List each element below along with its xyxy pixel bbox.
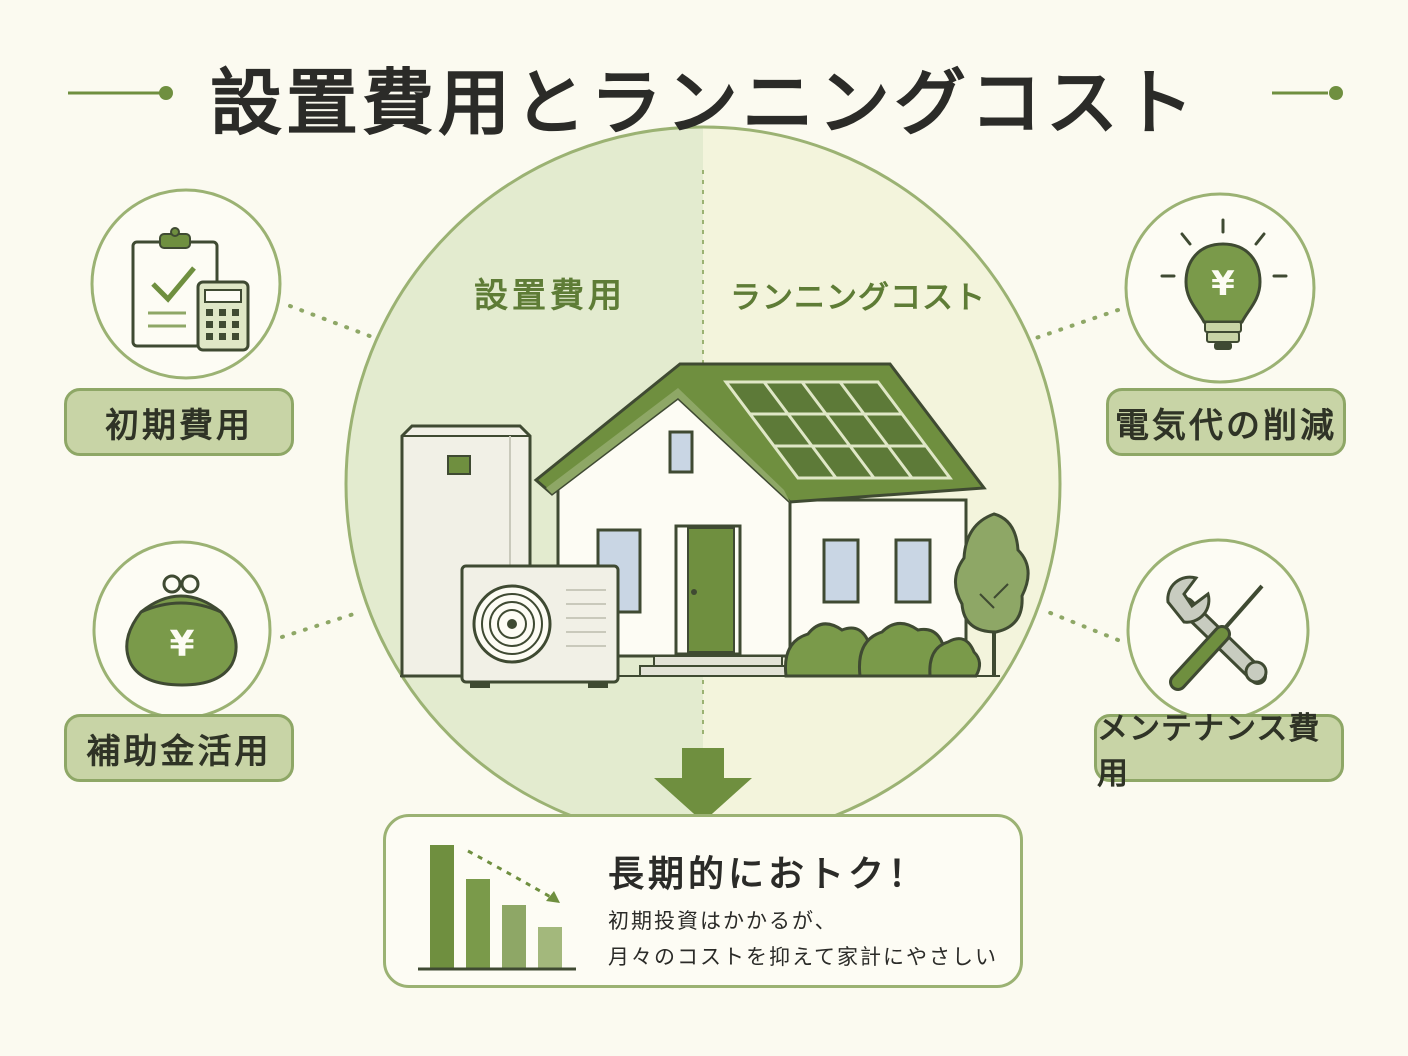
maintenance-cost-label: メンテナンス費用 xyxy=(1097,711,1321,792)
result-line-1: 初期投資はかかるが、 xyxy=(608,909,838,933)
title-rule-left xyxy=(68,86,173,100)
initial-cost-label: 初期費用 xyxy=(105,405,253,446)
title-rule-right xyxy=(1272,86,1343,100)
heat-pump-unit xyxy=(460,564,620,688)
result-box: 長期的におトク！ 初期投資はかかるが、 月々のコストを抑えて家計にやさしい xyxy=(383,814,1023,988)
subsidy-pill: 補助金活用 xyxy=(64,714,294,782)
wrench-screwdriver-icon xyxy=(1166,575,1268,691)
installation-cost-label: 設置費用 xyxy=(474,276,626,316)
bushes xyxy=(783,622,981,678)
clipboard-calculator-icon xyxy=(131,227,250,352)
house-illustration xyxy=(400,362,1030,688)
result-line-2: 月々のコストを抑えて家計にやさしい xyxy=(608,945,998,969)
decreasing-bar-chart-icon xyxy=(418,845,576,971)
solar-panel xyxy=(723,380,953,480)
running-cost-label: ランニングコスト xyxy=(730,280,986,316)
lightbulb-yen-icon xyxy=(1160,218,1288,350)
tree xyxy=(954,512,1030,676)
electricity-savings-pill: 電気代の削減 xyxy=(1106,388,1346,456)
purse-yen-symbol: ¥ xyxy=(169,624,195,665)
electricity-savings-label: 電気代の削減 xyxy=(1115,405,1337,446)
dotted-connectors xyxy=(280,304,1120,642)
result-title: 長期的におトク！ xyxy=(608,854,929,895)
maintenance-cost-pill: メンテナンス費用 xyxy=(1094,711,1344,792)
bulb-yen-symbol: ¥ xyxy=(1211,264,1235,304)
coin-purse-yen-icon xyxy=(125,574,238,687)
page-title: 設置費用とランニングコスト xyxy=(209,61,1198,145)
down-arrow xyxy=(654,748,752,822)
subsidy-label: 補助金活用 xyxy=(86,731,272,772)
initial-cost-pill: 初期費用 xyxy=(64,388,294,456)
